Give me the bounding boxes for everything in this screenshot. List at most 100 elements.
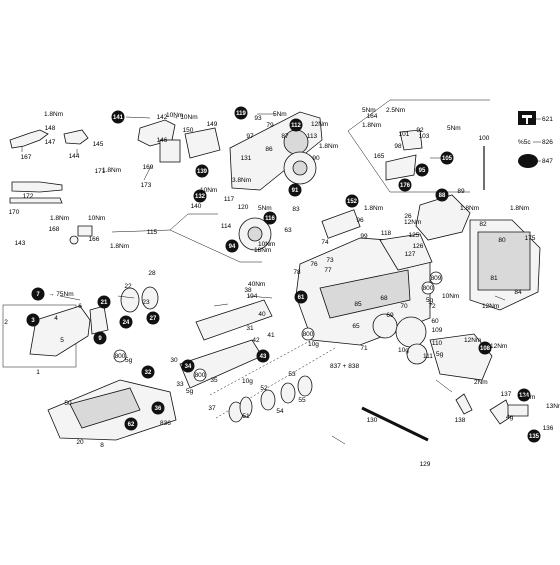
callout-badge bbox=[93, 331, 107, 345]
callout-badge bbox=[225, 239, 239, 253]
callout-number: 173 bbox=[141, 182, 152, 189]
callout-number: 20 bbox=[76, 439, 84, 446]
callout-5: 5 bbox=[60, 337, 64, 344]
torque-note: 1.8Nm bbox=[364, 205, 383, 212]
callout-number: 135 bbox=[529, 434, 540, 440]
callout-badge bbox=[517, 388, 531, 402]
callout-141: 141 bbox=[111, 110, 125, 124]
callout-number: 138 bbox=[455, 417, 466, 424]
callout-number: 34 bbox=[185, 364, 192, 370]
callout-33: 33 bbox=[176, 381, 184, 388]
callout-number: 167 bbox=[21, 154, 32, 161]
callout-8: 8 bbox=[100, 442, 104, 449]
callout-35: 35 bbox=[210, 377, 218, 384]
weight-note: 10g bbox=[308, 341, 319, 348]
callout-76: 76 bbox=[310, 261, 318, 268]
callout-30: 30 bbox=[170, 357, 178, 364]
callout-89: 89 bbox=[457, 188, 465, 195]
callout-number: 111 bbox=[423, 353, 433, 360]
torque-note: 5Nm bbox=[447, 125, 461, 132]
callout-badge bbox=[256, 349, 270, 363]
callout-number: 120 bbox=[238, 204, 249, 211]
callout-105: 105 bbox=[440, 151, 454, 165]
callout-number: 70 bbox=[400, 303, 408, 310]
callout-number: 35 bbox=[210, 377, 218, 384]
callout-131: 131 bbox=[241, 155, 252, 162]
callout-number: 69 bbox=[386, 312, 394, 319]
callout-103: 103 bbox=[419, 133, 430, 140]
callout-number: 99 bbox=[360, 233, 368, 240]
callout-42: 42 bbox=[252, 337, 260, 344]
callout-6: 6 bbox=[78, 303, 82, 310]
callout-badge bbox=[440, 151, 454, 165]
torque-note: 13Nm bbox=[546, 403, 560, 410]
legend-code: 847 bbox=[542, 158, 553, 165]
callout-number: 60 bbox=[431, 318, 439, 325]
callout-73: 73 bbox=[326, 257, 334, 264]
callout-number: 132 bbox=[195, 194, 206, 200]
callout-number: 131 bbox=[241, 155, 252, 162]
callout-number: 33 bbox=[176, 381, 184, 388]
grease-mark bbox=[193, 368, 207, 382]
callout-number: 31 bbox=[246, 325, 254, 332]
callout-badge bbox=[181, 359, 195, 373]
callout-number: 149 bbox=[207, 121, 218, 128]
callout-number: 140 bbox=[191, 203, 202, 210]
callout-93: 93 bbox=[254, 115, 262, 122]
callout-94: 94 bbox=[225, 239, 239, 253]
callout-169: 169 bbox=[143, 164, 154, 171]
callout-3: 3 bbox=[26, 313, 40, 327]
weight-note: 5g bbox=[125, 357, 133, 364]
callout-40: 40 bbox=[258, 311, 266, 318]
callout-27: 27 bbox=[146, 311, 160, 325]
torque-note: 1.8Nm bbox=[362, 122, 381, 129]
callout-55: 55 bbox=[298, 397, 306, 404]
torque-note: 10Nm bbox=[88, 215, 105, 222]
callout-53: 53 bbox=[288, 371, 296, 378]
code-note: 836 bbox=[160, 420, 171, 427]
callout-63: 63 bbox=[284, 227, 292, 234]
callout-badge bbox=[415, 163, 429, 177]
callout-132: 132 bbox=[193, 189, 207, 203]
callout-number: 1 bbox=[36, 369, 40, 376]
grease-mark bbox=[301, 327, 315, 341]
callout-number: 26 bbox=[404, 213, 412, 220]
callout-number: 63 bbox=[284, 227, 292, 234]
grease-code: 800 bbox=[195, 372, 206, 379]
callout-176: 176 bbox=[398, 178, 412, 192]
legend-code: 826 bbox=[542, 139, 553, 146]
torque-note: 10Nm bbox=[200, 187, 217, 194]
code-note: 1.8Nm bbox=[110, 243, 129, 250]
callout-number: 24 bbox=[123, 320, 130, 326]
callout-badge bbox=[195, 164, 209, 178]
callout-number: 166 bbox=[89, 236, 100, 243]
callout-number: 146 bbox=[157, 137, 168, 144]
torque-note: 1.8Nm bbox=[319, 143, 338, 150]
callout-90: 90 bbox=[312, 155, 320, 162]
callout-118: 118 bbox=[381, 230, 392, 237]
callout-138: 138 bbox=[455, 417, 466, 424]
legend-code: 621 bbox=[542, 116, 553, 123]
callout-number: 194 bbox=[247, 293, 258, 300]
callout-number: 38 bbox=[244, 287, 252, 294]
callout-96: 96 bbox=[356, 217, 364, 224]
callout-number: 23 bbox=[142, 299, 150, 306]
callout-148: 148 bbox=[45, 125, 56, 132]
callout-41: 41 bbox=[267, 332, 275, 339]
callout-171: 171 bbox=[95, 168, 106, 175]
callout-badge bbox=[435, 188, 449, 202]
callout-badge bbox=[146, 311, 160, 325]
callout-number: 55 bbox=[298, 397, 306, 404]
callout-number: 92 bbox=[416, 127, 424, 134]
callout-77: 77 bbox=[324, 267, 332, 274]
callout-4: 4 bbox=[54, 315, 58, 322]
grease-code: 800 bbox=[115, 353, 126, 360]
grease-mark bbox=[429, 271, 443, 285]
grease-mark bbox=[113, 349, 127, 363]
callout-number: 114 bbox=[221, 223, 232, 230]
torque-note: 2Nm bbox=[474, 379, 488, 386]
callout-badge bbox=[263, 211, 277, 225]
callout-number: 147 bbox=[45, 139, 56, 146]
callout-81: 81 bbox=[490, 275, 498, 282]
